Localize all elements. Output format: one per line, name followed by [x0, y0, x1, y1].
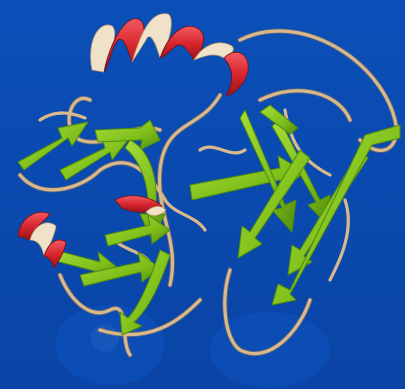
helix-left: [17, 211, 67, 269]
helix-top: [90, 13, 249, 97]
helix-center: [114, 195, 167, 216]
coil-loops: [17, 28, 399, 358]
beta-strands: [17, 104, 401, 336]
alpha-helices: [17, 13, 249, 269]
